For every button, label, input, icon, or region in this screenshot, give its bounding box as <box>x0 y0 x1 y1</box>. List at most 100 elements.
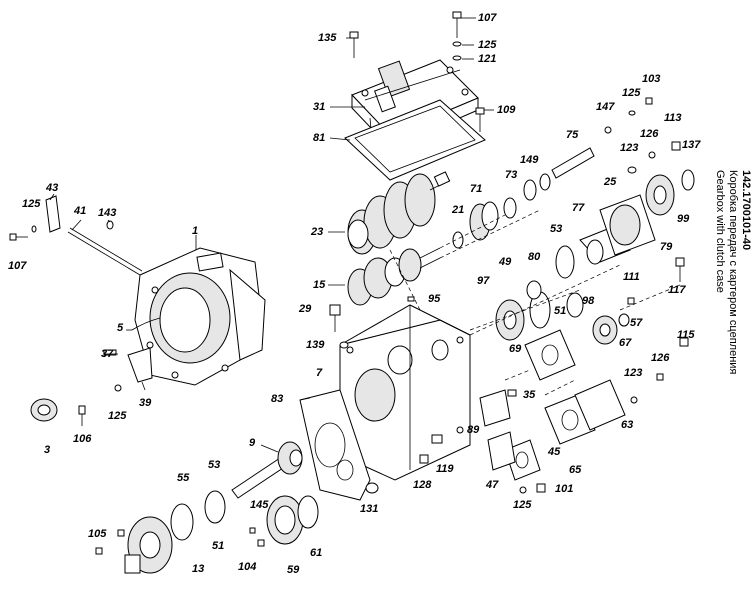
pin-95 <box>407 296 415 302</box>
shaft-23 <box>347 171 451 255</box>
bolt-113 <box>671 141 681 151</box>
label-135: 135 <box>318 32 337 44</box>
flange-79 <box>645 174 675 216</box>
washer-125-left <box>31 225 37 233</box>
seal-137 <box>681 169 695 191</box>
label-49: 49 <box>499 256 512 268</box>
washer-126-r <box>648 151 656 159</box>
pin-35 <box>507 389 517 397</box>
label-75: 75 <box>566 129 579 141</box>
bearing-97 <box>495 299 525 341</box>
label-137: 137 <box>682 139 701 151</box>
label-53-right: 53 <box>550 223 563 235</box>
label-107-top: 107 <box>478 12 497 24</box>
ring-57 <box>618 313 630 327</box>
shaft-41 <box>67 227 143 276</box>
label-7: 7 <box>316 367 323 379</box>
label-111: 111 <box>623 271 640 283</box>
label-101: 101 <box>555 483 574 495</box>
bolt-135 <box>349 31 359 58</box>
plug-128 <box>419 454 429 464</box>
label-81: 81 <box>313 132 326 144</box>
label-25: 25 <box>604 176 617 188</box>
washer-123-r <box>627 166 637 174</box>
cover-89 <box>479 389 511 427</box>
fork-39 <box>127 347 153 383</box>
label-99: 99 <box>677 213 690 225</box>
pin-111 <box>627 297 635 305</box>
label-15: 15 <box>313 279 326 291</box>
bolt-115 <box>679 337 689 347</box>
cover-45 <box>504 439 541 481</box>
label-126-r: 126 <box>640 128 659 140</box>
label-35: 35 <box>523 389 536 401</box>
ring-149b <box>539 173 551 191</box>
label-55: 55 <box>177 472 190 484</box>
label-65: 65 <box>569 464 582 476</box>
pin-103 <box>645 97 653 105</box>
label-21: 21 <box>452 204 465 216</box>
label-89: 89 <box>467 424 480 436</box>
label-125-br: 125 <box>513 499 532 511</box>
label-39: 39 <box>139 397 152 409</box>
bolt-101 <box>536 483 546 493</box>
flange-13 <box>124 516 173 574</box>
label-13: 13 <box>192 563 205 575</box>
label-113: 113 <box>664 112 682 124</box>
pin-145 <box>117 529 125 537</box>
label-1: 1 <box>192 225 199 237</box>
washer-125-r <box>628 110 636 116</box>
washer-123-r2 <box>630 396 638 404</box>
tube-5 <box>131 317 161 331</box>
label-115: 115 <box>677 329 695 341</box>
gasket-83 <box>299 389 371 501</box>
label-107-left: 107 <box>8 260 27 272</box>
pin-75 <box>551 147 595 179</box>
washer-125-br <box>519 486 527 494</box>
leader-lines <box>49 17 494 453</box>
pin-105 <box>95 547 103 555</box>
ring-21 <box>452 231 464 249</box>
label-119: 119 <box>436 463 454 475</box>
label-149: 149 <box>520 154 539 166</box>
label-125-r: 125 <box>622 87 641 99</box>
washer-121 <box>452 55 462 61</box>
label-45: 45 <box>548 446 561 458</box>
bolt-107-top <box>452 11 462 38</box>
gasket-81 <box>344 99 486 181</box>
label-123-r: 123 <box>620 142 639 154</box>
gasket-47 <box>487 431 516 471</box>
clutch-housing-1 <box>134 247 266 386</box>
label-131: 131 <box>360 503 379 515</box>
title-ru: Коробка передач с картером сцепления <box>727 170 739 375</box>
title-code: 142.1700101-40 <box>740 170 752 251</box>
label-97: 97 <box>477 275 490 287</box>
ring-149 <box>523 179 537 201</box>
label-57: 57 <box>630 317 643 329</box>
ring-53-bottom <box>204 490 226 524</box>
label-125-left: 125 <box>22 198 41 210</box>
label-123-r2: 123 <box>624 367 643 379</box>
bolt-109 <box>475 107 485 132</box>
lever-43 <box>45 195 61 233</box>
label-104: 104 <box>238 561 257 573</box>
label-53-bottom: 53 <box>208 459 221 471</box>
label-43: 43 <box>46 182 59 194</box>
label-69: 69 <box>509 343 522 355</box>
bolt-104 <box>257 539 265 547</box>
label-80: 80 <box>528 251 541 263</box>
label-67: 67 <box>619 337 632 349</box>
label-23: 23 <box>311 226 324 238</box>
bolt-107-left <box>9 233 28 241</box>
label-73: 73 <box>505 169 518 181</box>
label-98: 98 <box>582 295 595 307</box>
label-106: 106 <box>73 433 92 445</box>
housing-25 <box>599 194 656 256</box>
pin-145b <box>249 527 256 534</box>
washer-139 <box>339 341 349 349</box>
label-109: 109 <box>497 104 516 116</box>
plug-131 <box>365 482 379 494</box>
label-126-r2: 126 <box>651 352 670 364</box>
label-147: 147 <box>596 101 615 113</box>
clip-143 <box>106 220 114 230</box>
